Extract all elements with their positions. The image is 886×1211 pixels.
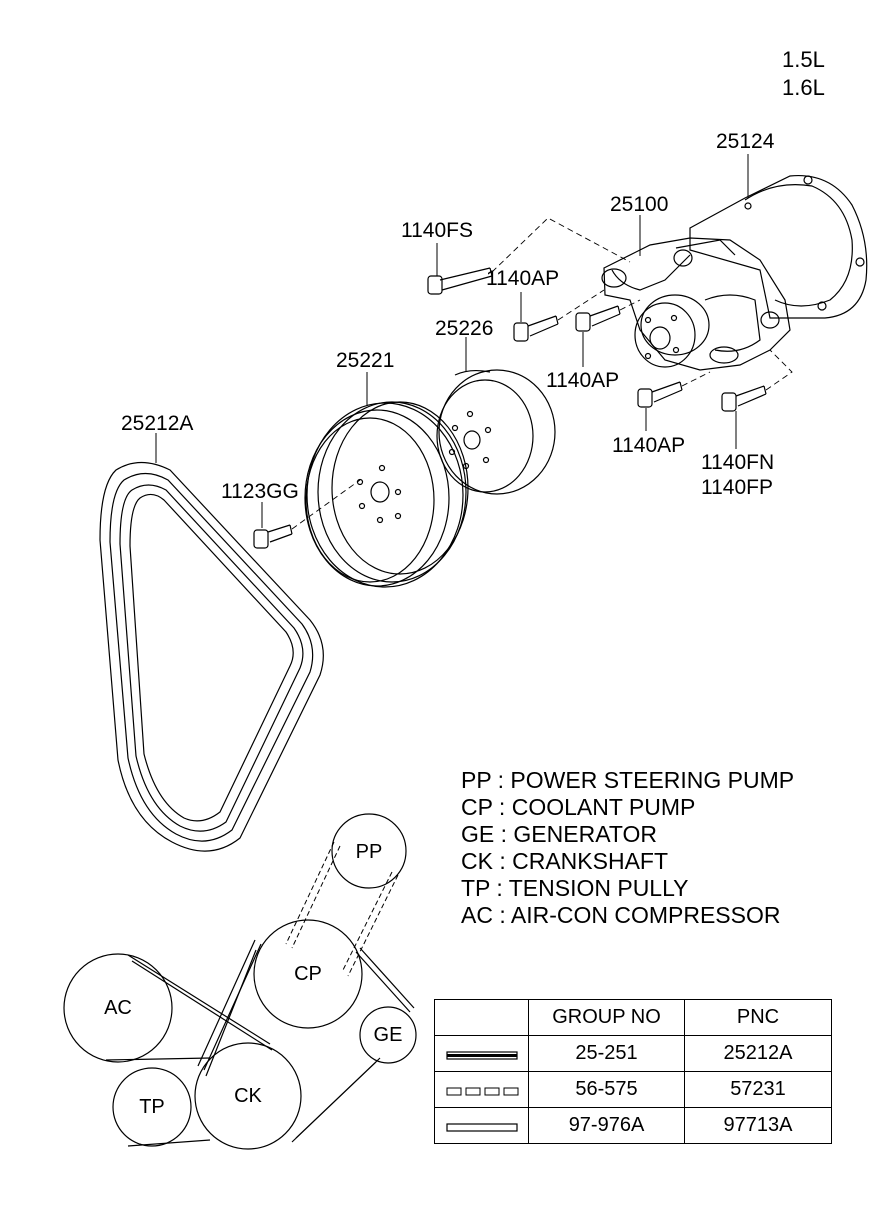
legend-item-ck: CK : CRANKSHAFT <box>461 848 669 874</box>
legend-item-ac: AC : AIR-CON COMPRESSOR <box>461 902 781 928</box>
gasket-25124 <box>689 174 868 319</box>
assembly-lines <box>291 217 793 530</box>
table-row: 25-251 25212A <box>434 1035 832 1072</box>
pulley-label-ac: AC <box>104 997 132 1019</box>
pulley-label-pp: PP <box>355 841 383 863</box>
engine-variant-1: 1.5L <box>782 47 825 72</box>
bolt-1123GG <box>253 524 293 549</box>
table-cell-group: 56-575 <box>528 1071 685 1108</box>
part-label-1140AP-a: 1140AP <box>486 267 560 290</box>
part-label-1140AP-b: 1140AP <box>546 369 620 392</box>
table-cell-line-type <box>434 1071 529 1108</box>
bolt-1140AP-c <box>637 381 683 408</box>
part-label-1123GG: 1123GG <box>221 480 299 503</box>
engine-variant-2: 1.6L <box>782 75 825 100</box>
part-label-1140FS: 1140FS <box>401 219 473 242</box>
table-header-pnc: PNC <box>684 999 832 1036</box>
bolt-1140FS <box>427 267 493 295</box>
table-row: 56-575 57231 <box>434 1071 832 1108</box>
legend-item-cp: CP : COOLANT PUMP <box>461 794 696 820</box>
bolt-1140AP-a <box>513 315 559 342</box>
part-label-1140AP-c: 1140AP <box>612 434 686 457</box>
table-cell-pnc: 57231 <box>684 1071 832 1108</box>
table-cell-line-type <box>434 1107 529 1144</box>
table-header-group: GROUP NO <box>528 999 685 1036</box>
table-cell-group: 25-251 <box>528 1035 685 1072</box>
belt-routing-diagram <box>63 813 417 1150</box>
table-header-line <box>434 999 529 1036</box>
part-label-25212A: 25212A <box>121 412 194 435</box>
pulley-label-tp: TP <box>139 1096 165 1118</box>
pulley-legend: PP : POWER STEERING PUMP CP : COOLANT PU… <box>461 767 794 929</box>
legend-item-tp: TP : TENSION PULLY <box>461 875 689 901</box>
table-row: 97-976A 97713A <box>434 1107 832 1144</box>
belt-parts-table: GROUP NO PNC 25-251 25212A 56-575 57231 … <box>434 999 832 1144</box>
pulley-25221 <box>304 401 469 588</box>
pulley-label-ge: GE <box>373 1024 403 1046</box>
belt-25212A <box>99 461 324 852</box>
table-cell-line-type <box>434 1035 529 1072</box>
table-cell-pnc: 25212A <box>684 1035 832 1072</box>
table-header-row: GROUP NO PNC <box>434 999 832 1036</box>
part-label-25226: 25226 <box>435 317 494 340</box>
pulley-label-ck: CK <box>234 1085 262 1107</box>
part-label-1140FN: 1140FN <box>701 451 775 474</box>
bolt-1140FN <box>721 385 767 412</box>
legend-item-ge: GE : GENERATOR <box>461 821 657 847</box>
table-cell-pnc: 97713A <box>684 1107 832 1144</box>
legend-item-pp: PP : POWER STEERING PUMP <box>461 767 795 793</box>
part-label-25221: 25221 <box>336 349 395 372</box>
leader-lines <box>155 154 749 528</box>
part-label-25100: 25100 <box>610 193 669 216</box>
pulley-25226 <box>436 369 556 495</box>
part-label-1140FP: 1140FP <box>701 476 773 499</box>
part-label-25124: 25124 <box>716 130 775 153</box>
water-pump-25100 <box>601 237 791 371</box>
engine-variants: 1.5L 1.6L <box>782 46 825 102</box>
pulley-label-cp: CP <box>294 963 322 985</box>
bolt-1140AP-b <box>575 305 621 332</box>
table-cell-group: 97-976A <box>528 1107 685 1144</box>
